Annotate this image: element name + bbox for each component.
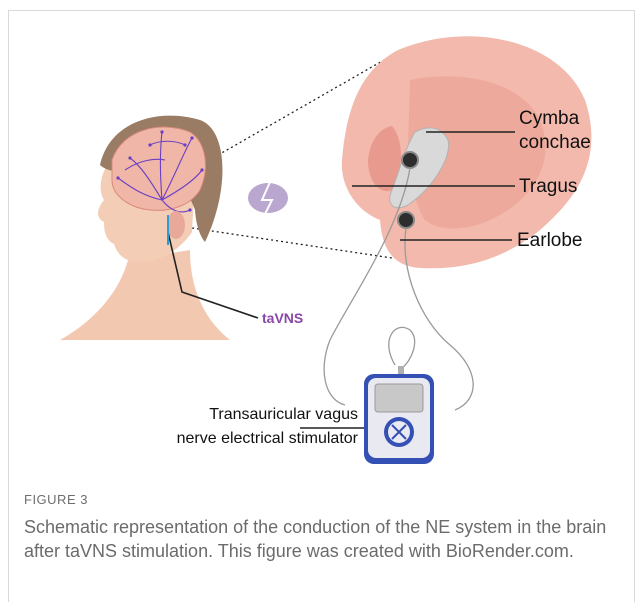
earlobe-label: Earlobe bbox=[517, 230, 583, 252]
electrode-upper bbox=[402, 152, 418, 168]
head-ear bbox=[167, 211, 185, 239]
stimulator-label-line2: nerve electrical stimulator bbox=[60, 427, 358, 451]
electrode-lower bbox=[398, 212, 414, 228]
stimulator-label-line1: Transauricular vagus bbox=[60, 403, 358, 427]
tavns-label: taVNS bbox=[262, 310, 303, 326]
cymba-label-line1: Cymba bbox=[519, 108, 579, 130]
figure-label: FIGURE 3 bbox=[24, 492, 88, 507]
brain-stimulation-icon bbox=[248, 182, 288, 216]
stimulator-device bbox=[364, 366, 434, 464]
neck-shape bbox=[60, 250, 230, 340]
cymba-label-line2: conchae bbox=[519, 132, 591, 154]
figure-caption: Schematic representation of the conducti… bbox=[24, 515, 620, 563]
zoom-line-bottom bbox=[192, 228, 392, 258]
electrode-wire-3 bbox=[389, 327, 415, 368]
tragus-label: Tragus bbox=[519, 176, 577, 198]
